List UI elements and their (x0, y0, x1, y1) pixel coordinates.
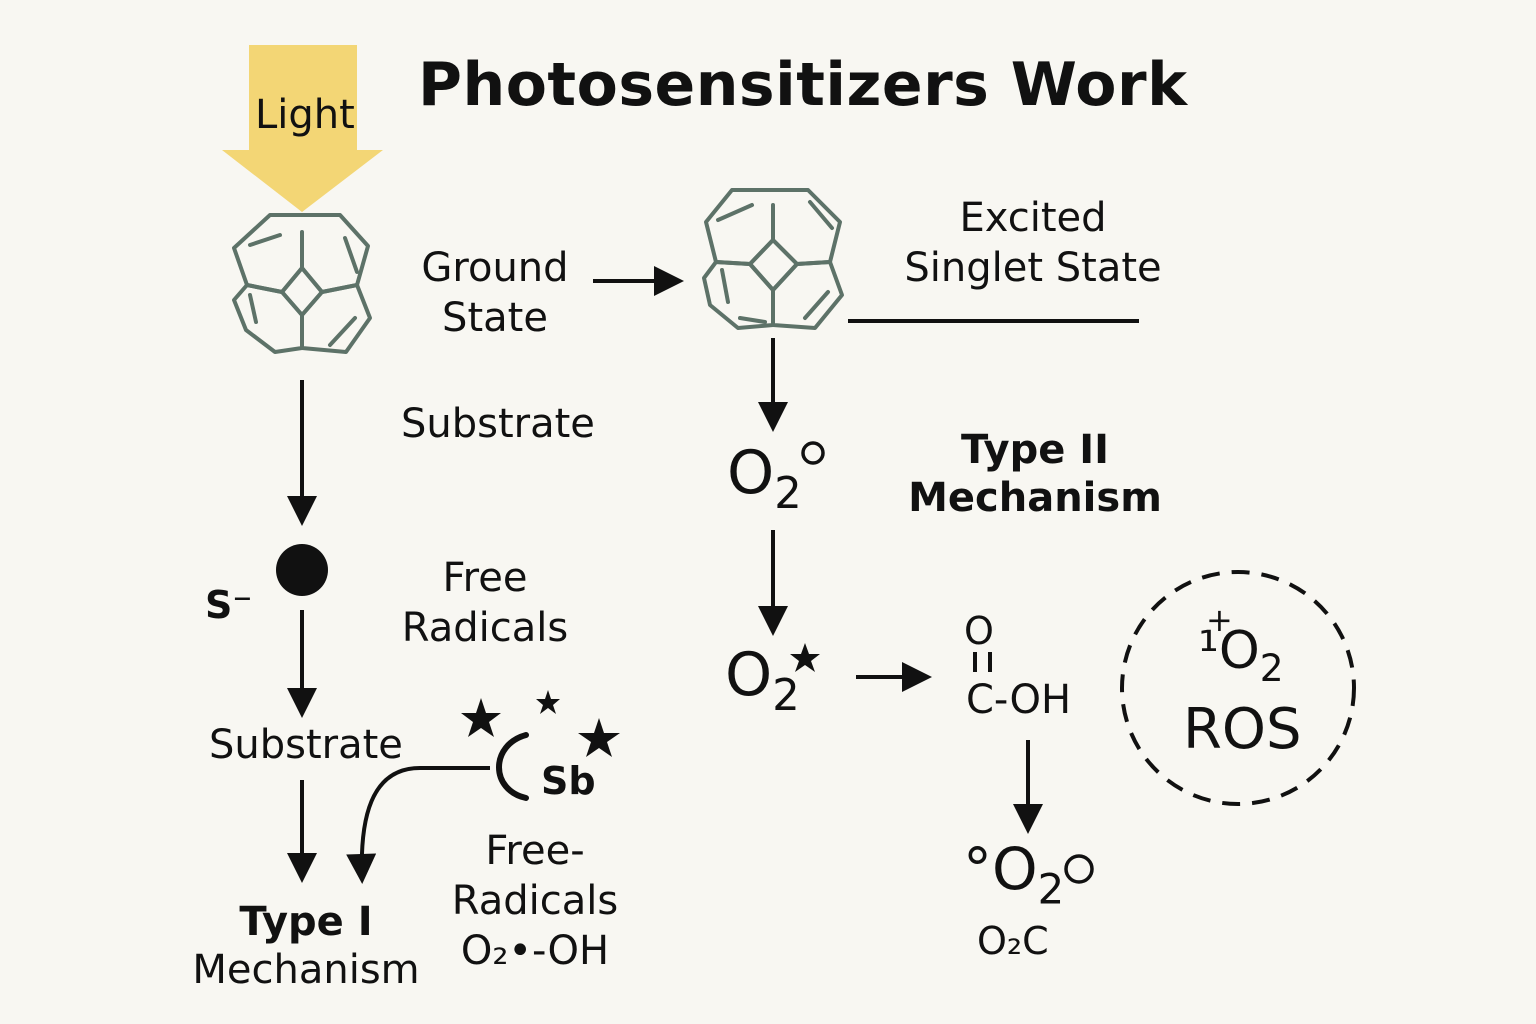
star-icon (790, 643, 820, 672)
ros-dashed-circle (1120, 570, 1356, 806)
carboxyl-c-oh-label: C-OH (966, 677, 1072, 723)
light-arrow (222, 45, 383, 212)
diagram-title: Photosensitizers Work (418, 50, 1188, 120)
substrate-label-top: Substrate (401, 401, 595, 447)
star-icon (461, 698, 501, 737)
ros-label: ROS (1183, 697, 1302, 762)
star-icon (578, 718, 620, 757)
carboxyl-o-label: O (964, 609, 994, 653)
ros-plus-label: + (1206, 601, 1233, 639)
sb-bracket (496, 732, 529, 801)
sb-to-type-i-curved-arrow (346, 766, 490, 884)
substrate-label-bottom: Substrate (209, 722, 403, 768)
light-label: Light (255, 92, 355, 138)
o2-radical-label: °O2 (963, 835, 1065, 914)
o2-label: O2 (727, 438, 802, 520)
radical-dot (276, 544, 328, 596)
o2-radical-circle-icon (1064, 854, 1094, 884)
excited-state-molecule-icon (702, 188, 844, 330)
excited-o2-circle-icon (801, 441, 825, 465)
o2c-label: O₂C (977, 919, 1049, 963)
ground-state-molecule-icon (232, 213, 372, 354)
sb-label: Sb (541, 759, 596, 803)
s-minus-label: S⁻ (205, 583, 253, 627)
o2-star-label: O2 (725, 640, 800, 722)
singlet-oxygen-label: ¹O2 (1198, 621, 1284, 691)
star-icon (536, 690, 560, 714)
free-radicals-products-label: Free- Radicals O₂•-OH (451, 828, 619, 974)
